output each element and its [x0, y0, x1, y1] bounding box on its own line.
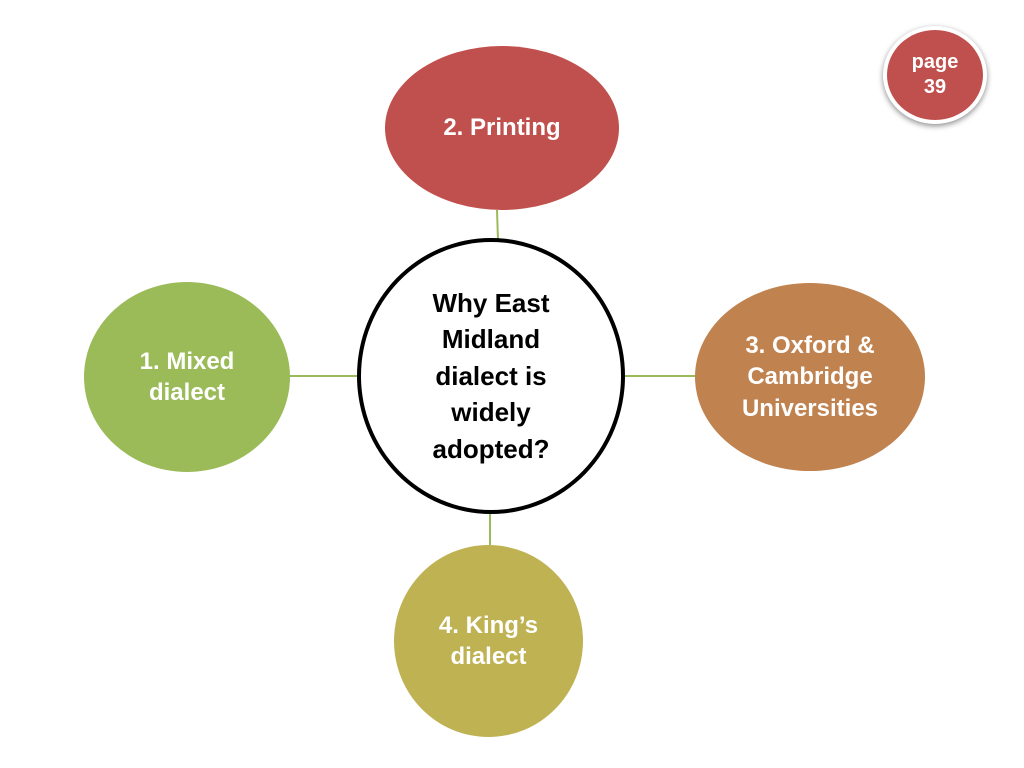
- page-badge-number: 39: [923, 76, 947, 98]
- node-oxford-label: Universities: [741, 394, 879, 422]
- node-oxford-label: Cambridge: [747, 363, 873, 391]
- node-kings-dialect: 4. King’s dialect: [394, 545, 583, 737]
- center-line: adopted?: [432, 433, 550, 464]
- node-mixed-label: 1. Mixed: [139, 347, 235, 375]
- node-oxford-label: 3. Oxford &: [745, 332, 875, 360]
- node-mixed-label: dialect: [148, 379, 225, 406]
- connector-printing: [496, 209, 499, 241]
- center-line: Why East: [432, 288, 550, 319]
- node-king-label: dialect: [450, 643, 527, 670]
- center-line: Midland: [441, 324, 541, 355]
- node-king-label: 4. King’s: [438, 611, 539, 639]
- node-mixed-dialect: 1. Mixed dialect: [84, 282, 290, 472]
- center-line: widely: [451, 397, 531, 428]
- page-number-badge: page 39: [883, 26, 987, 124]
- center-question-node: Why East Midland dialect is widely adopt…: [357, 238, 625, 514]
- node-printing-label: 2. Printing: [443, 114, 561, 142]
- center-line: dialect is: [435, 360, 547, 391]
- node-printing: 2. Printing: [385, 46, 619, 210]
- node-oxford-cambridge: 3. Oxford & Cambridge Universities: [695, 283, 925, 471]
- page-badge-label: page: [911, 51, 959, 73]
